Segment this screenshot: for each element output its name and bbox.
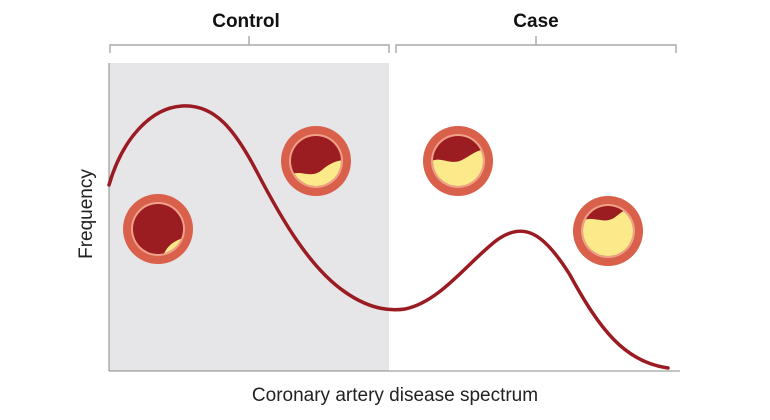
artery-mild-plaque-icon [281,126,351,196]
artery-moderate-plaque-icon [423,126,493,196]
case-label: Case [513,11,558,32]
control-bracket [109,36,390,53]
y-axis-label: Frequency [76,169,97,259]
control-label: Control [212,11,280,32]
case-bracket [395,36,677,53]
artery-severe-plaque-icon [573,196,643,266]
artery-minimal-plaque-icon [123,194,193,264]
frequency-curve [107,104,670,370]
x-axis-label: Coronary artery disease spectrum [252,385,538,406]
